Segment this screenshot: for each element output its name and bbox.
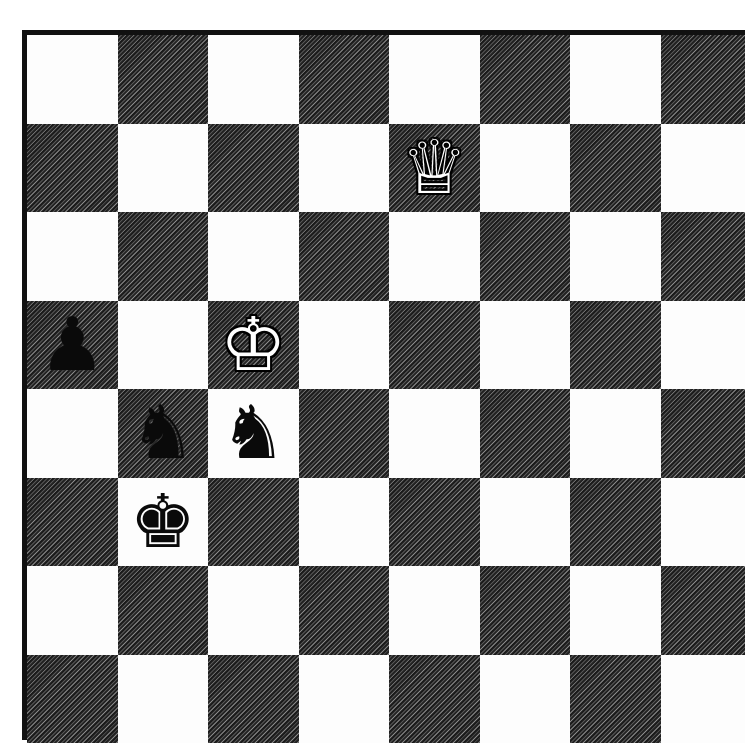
square-f5[interactable] — [480, 301, 571, 390]
square-g3[interactable] — [570, 478, 661, 567]
square-f1[interactable] — [480, 655, 571, 743]
square-d8[interactable] — [299, 35, 390, 124]
square-a1[interactable] — [27, 655, 118, 743]
square-h1[interactable] — [661, 655, 745, 743]
square-b2[interactable] — [118, 566, 209, 655]
black-knight-piece[interactable]: ♞ — [130, 396, 196, 470]
square-g2[interactable] — [570, 566, 661, 655]
square-e1[interactable] — [389, 655, 480, 743]
square-c8[interactable] — [208, 35, 299, 124]
square-e4[interactable] — [389, 389, 480, 478]
square-d4[interactable] — [299, 389, 390, 478]
square-c3[interactable] — [208, 478, 299, 567]
black-knight-piece[interactable]: ♞ — [220, 396, 286, 470]
square-h2[interactable] — [661, 566, 745, 655]
square-d1[interactable] — [299, 655, 390, 743]
square-b8[interactable] — [118, 35, 209, 124]
square-c2[interactable] — [208, 566, 299, 655]
square-e7[interactable]: ♕ — [389, 124, 480, 213]
square-h4[interactable] — [661, 389, 745, 478]
square-a7[interactable] — [27, 124, 118, 213]
black-pawn-piece[interactable]: ♟ — [39, 308, 105, 382]
square-b1[interactable] — [118, 655, 209, 743]
square-c5[interactable]: ♔ — [208, 301, 299, 390]
square-f3[interactable] — [480, 478, 571, 567]
square-d3[interactable] — [299, 478, 390, 567]
square-e2[interactable] — [389, 566, 480, 655]
square-g1[interactable] — [570, 655, 661, 743]
square-e5[interactable] — [389, 301, 480, 390]
square-b7[interactable] — [118, 124, 209, 213]
black-king-piece[interactable]: ♚ — [130, 485, 196, 559]
square-h5[interactable] — [661, 301, 745, 390]
square-h6[interactable] — [661, 212, 745, 301]
chess-board: ♕ ♟ ♔ ♞ ♞ ♚ — [27, 35, 745, 740]
square-d5[interactable] — [299, 301, 390, 390]
square-a8[interactable] — [27, 35, 118, 124]
square-h8[interactable] — [661, 35, 745, 124]
square-a6[interactable] — [27, 212, 118, 301]
square-g5[interactable] — [570, 301, 661, 390]
square-f6[interactable] — [480, 212, 571, 301]
white-queen-piece[interactable]: ♕ — [401, 131, 467, 205]
square-d7[interactable] — [299, 124, 390, 213]
square-g6[interactable] — [570, 212, 661, 301]
square-b5[interactable] — [118, 301, 209, 390]
square-a4[interactable] — [27, 389, 118, 478]
square-e3[interactable] — [389, 478, 480, 567]
square-b3[interactable]: ♚ — [118, 478, 209, 567]
square-a2[interactable] — [27, 566, 118, 655]
square-c6[interactable] — [208, 212, 299, 301]
white-king-piece[interactable]: ♔ — [220, 308, 286, 382]
square-h3[interactable] — [661, 478, 745, 567]
square-e6[interactable] — [389, 212, 480, 301]
square-e8[interactable] — [389, 35, 480, 124]
square-d6[interactable] — [299, 212, 390, 301]
square-g4[interactable] — [570, 389, 661, 478]
square-c4[interactable]: ♞ — [208, 389, 299, 478]
square-b4[interactable]: ♞ — [118, 389, 209, 478]
square-a5[interactable]: ♟ — [27, 301, 118, 390]
square-c1[interactable] — [208, 655, 299, 743]
square-a3[interactable] — [27, 478, 118, 567]
square-c7[interactable] — [208, 124, 299, 213]
square-g7[interactable] — [570, 124, 661, 213]
square-h7[interactable] — [661, 124, 745, 213]
square-f4[interactable] — [480, 389, 571, 478]
square-f2[interactable] — [480, 566, 571, 655]
square-d2[interactable] — [299, 566, 390, 655]
square-f7[interactable] — [480, 124, 571, 213]
square-b6[interactable] — [118, 212, 209, 301]
square-g8[interactable] — [570, 35, 661, 124]
square-f8[interactable] — [480, 35, 571, 124]
